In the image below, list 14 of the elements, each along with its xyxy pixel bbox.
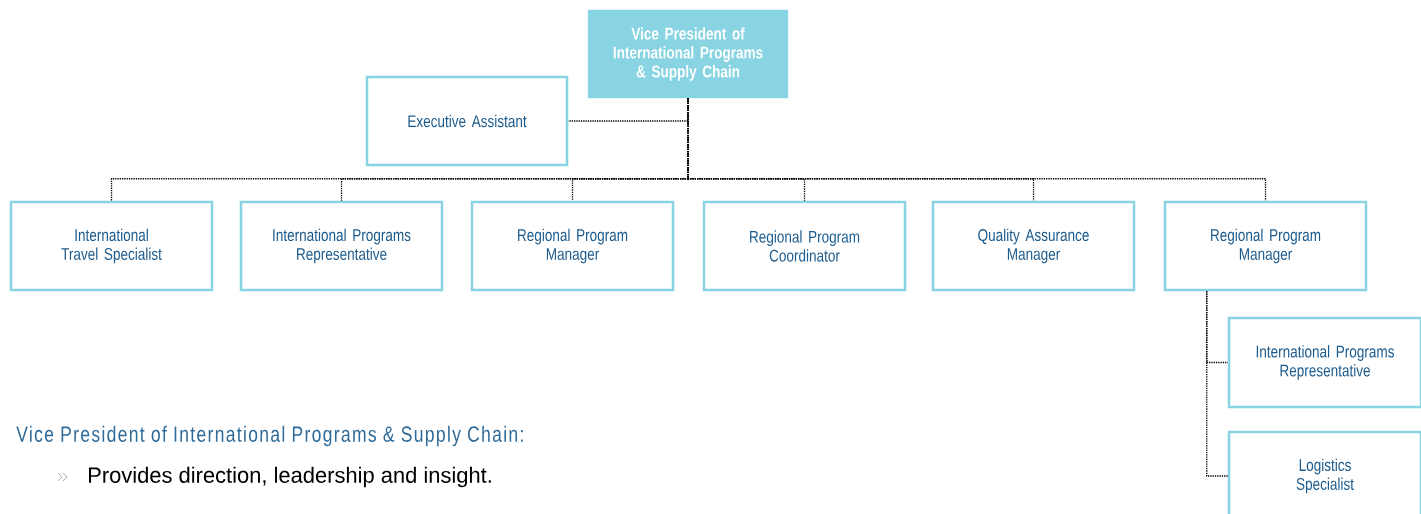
position-box: International Programs Representative <box>239 200 444 292</box>
position-box: Quality Assurance Manager <box>931 200 1136 292</box>
position-box: Logistics Specialist <box>1227 430 1421 514</box>
position-box: International Programs Representative <box>1227 316 1421 409</box>
connector-line <box>1206 290 1229 477</box>
position-box: Regional Program Manager <box>1163 200 1368 292</box>
position-box: International Travel Specialist <box>9 200 214 292</box>
connector-line <box>687 97 1267 202</box>
position-box: Regional Program Coordinator <box>702 200 907 292</box>
section-heading: Vice President of International Programs & Supply Chain: <box>16 425 523 447</box>
title-box: Vice President of International Programs & Supply Chain <box>587 9 789 99</box>
position-box: Executive Assistant <box>365 75 569 167</box>
position-box: Regional Program Manager <box>470 200 675 292</box>
bullet-text: Provides direction, leadership and insight. <box>89 466 491 488</box>
